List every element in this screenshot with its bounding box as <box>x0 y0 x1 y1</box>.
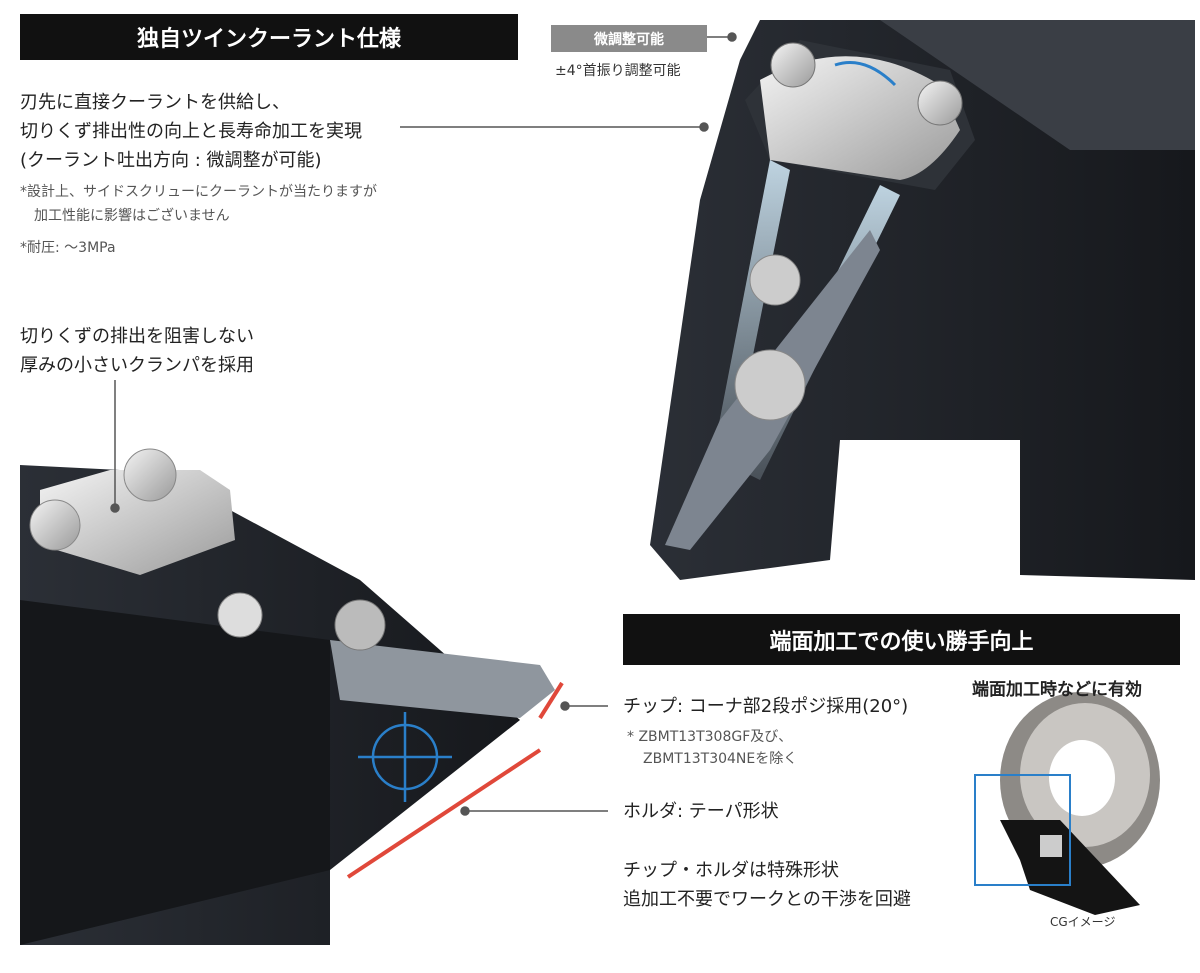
chip-label: チップ: コーナ部2段ポジ採用(20°) <box>623 696 909 717</box>
section1-title: 独自ツインクーラント仕様 <box>20 14 518 60</box>
adjust-badge: 微調整可能 <box>551 25 707 52</box>
text-line: 刃先に直接クーラントを供給し、 <box>20 92 290 113</box>
note-line: * ZBMT13T308GF及び、 <box>627 729 793 745</box>
screw-icon <box>917 80 963 126</box>
clamp-note: 切りくずの排出を阻害しない 厚みの小さいクランパを採用 <box>20 322 254 380</box>
text-line: 切りくず排出性の向上と長寿命加工を実現 <box>20 121 362 142</box>
insert-chip <box>330 640 555 718</box>
coolant-description: 刃先に直接クーラントを供給し、 切りくず排出性の向上と長寿命加工を実現 (クーラ… <box>20 88 362 175</box>
text-line: (クーラント吐出方向 : 微調整が可能) <box>20 150 322 171</box>
text-line: 厚みの小さいクランパを採用 <box>20 355 254 376</box>
coolant-holder-image <box>650 20 1195 580</box>
chip-notes: * ZBMT13T308GF及び、 ZBMT13T304NEを除く <box>627 726 797 770</box>
text-line: チップ・ホルダは特殊形状 <box>623 860 839 881</box>
clamp-holder-image <box>20 448 564 945</box>
note-line: ZBMT13T304NEを除く <box>643 751 798 767</box>
coolant-nozzle-clamp <box>760 56 960 180</box>
screw-icon <box>770 42 816 88</box>
cg-facing-image <box>974 692 1160 915</box>
note-line: *耐圧: 〜3MPa <box>20 240 116 256</box>
adjust-arrow-icon <box>834 61 897 87</box>
leader-lines <box>110 32 737 816</box>
cg-caption: CGイメージ <box>1050 915 1116 929</box>
coolant-notes: *設計上、サイドスクリューにクーラントが当たりますが 加工性能に影響はございませ… <box>20 180 377 260</box>
note-line: 加工性能に影響はございません <box>20 208 230 224</box>
text-line: 切りくずの排出を阻害しない <box>20 326 254 347</box>
effective-title: 端面加工時などに有効 <box>972 680 1142 700</box>
crosshair-icon <box>358 712 452 802</box>
note-line: *設計上、サイドスクリューにクーラントが当たりますが <box>20 184 377 200</box>
section2-title: 端面加工での使い勝手向上 <box>623 614 1180 665</box>
adjust-caption: ±4°首振り調整可能 <box>555 63 681 79</box>
clamper <box>40 470 235 575</box>
summary: チップ・ホルダは特殊形状 追加工不要でワークとの干渉を回避 <box>623 856 911 914</box>
holder-label: ホルダ: テーパ形状 <box>623 801 779 822</box>
text-line: 追加工不要でワークとの干渉を回避 <box>623 889 911 910</box>
